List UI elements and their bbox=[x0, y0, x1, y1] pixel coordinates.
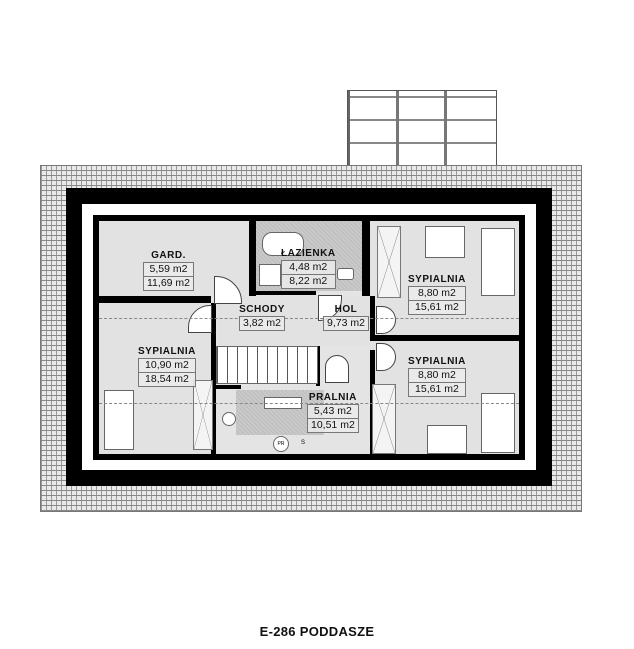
desk bbox=[425, 226, 465, 258]
wall bbox=[362, 221, 370, 296]
room-name: SYPIALNIA bbox=[408, 274, 466, 285]
wall bbox=[370, 335, 519, 341]
room-area-total: 11,69 m2 bbox=[143, 277, 194, 291]
room-area-total: 15,61 m2 bbox=[408, 383, 466, 397]
drain-icon bbox=[222, 412, 236, 426]
room-area-usable: 4,48 m2 bbox=[281, 260, 336, 275]
room-area-usable: 10,90 m2 bbox=[138, 358, 196, 373]
label-pralnia: PRALNIA 5,43 m2 10,51 m2 bbox=[307, 392, 359, 433]
room-name: ŁAZIENKA bbox=[281, 248, 336, 259]
label-schody: SCHODY 3,82 m2 bbox=[239, 304, 285, 331]
room-area-total: 18,54 m2 bbox=[138, 373, 196, 387]
room-name: GARD. bbox=[151, 250, 186, 261]
bed bbox=[481, 228, 515, 296]
wall bbox=[211, 303, 216, 454]
roof-slope-line bbox=[99, 318, 519, 319]
dryer-icon: S bbox=[300, 440, 305, 446]
room-area-usable: 5,59 m2 bbox=[143, 262, 194, 277]
washer-icon: PR bbox=[273, 436, 289, 452]
staircase bbox=[216, 346, 318, 384]
roof-slope-line bbox=[99, 403, 519, 404]
room-name: PRALNIA bbox=[308, 392, 357, 403]
room-area-total: 15,61 m2 bbox=[408, 301, 466, 315]
balcony-railing bbox=[347, 90, 497, 166]
wall bbox=[216, 385, 241, 389]
room-name: SYPIALNIA bbox=[408, 356, 466, 367]
sink-icon bbox=[337, 268, 354, 280]
bathtub-icon bbox=[262, 232, 304, 256]
wall bbox=[316, 346, 320, 386]
bed bbox=[104, 390, 134, 450]
label-sypialnia-w: SYPIALNIA 10,90 m2 18,54 m2 bbox=[138, 346, 196, 387]
door-pralnia[interactable] bbox=[325, 355, 349, 383]
wardrobe bbox=[377, 226, 401, 298]
room-area-usable: 9,73 m2 bbox=[323, 316, 369, 331]
wall bbox=[256, 291, 316, 295]
label-lazienka: ŁAZIENKA 4,48 m2 8,22 m2 bbox=[281, 248, 336, 289]
room-area-usable: 5,43 m2 bbox=[307, 404, 359, 419]
wardrobe bbox=[193, 380, 213, 450]
label-gard: GARD. 5,59 m2 11,69 m2 bbox=[143, 250, 194, 291]
room-area-total: 8,22 m2 bbox=[281, 275, 336, 289]
room-area-usable: 8,80 m2 bbox=[408, 368, 466, 383]
label-sypialnia-ne: SYPIALNIA 8,80 m2 15,61 m2 bbox=[408, 274, 466, 315]
wall bbox=[99, 296, 211, 303]
plan-caption: E-286 PODDASZE bbox=[259, 624, 375, 639]
wardrobe bbox=[372, 384, 396, 454]
railing-post bbox=[396, 91, 399, 165]
room-area-usable: 3,82 m2 bbox=[239, 316, 285, 331]
room-name: HOL bbox=[334, 304, 358, 315]
wall bbox=[249, 221, 256, 296]
room-name: SCHODY bbox=[239, 304, 285, 315]
wall bbox=[370, 296, 375, 335]
room-area-total: 10,51 m2 bbox=[307, 419, 359, 433]
desk bbox=[427, 425, 467, 454]
shower-icon bbox=[259, 264, 281, 286]
label-hol: HOL 9,73 m2 bbox=[323, 304, 369, 331]
bed bbox=[481, 393, 515, 453]
label-sypialnia-se: SYPIALNIA 8,80 m2 15,61 m2 bbox=[408, 356, 466, 397]
railing-post bbox=[444, 91, 447, 165]
room-area-usable: 8,80 m2 bbox=[408, 286, 466, 301]
room-name: SYPIALNIA bbox=[138, 346, 196, 357]
